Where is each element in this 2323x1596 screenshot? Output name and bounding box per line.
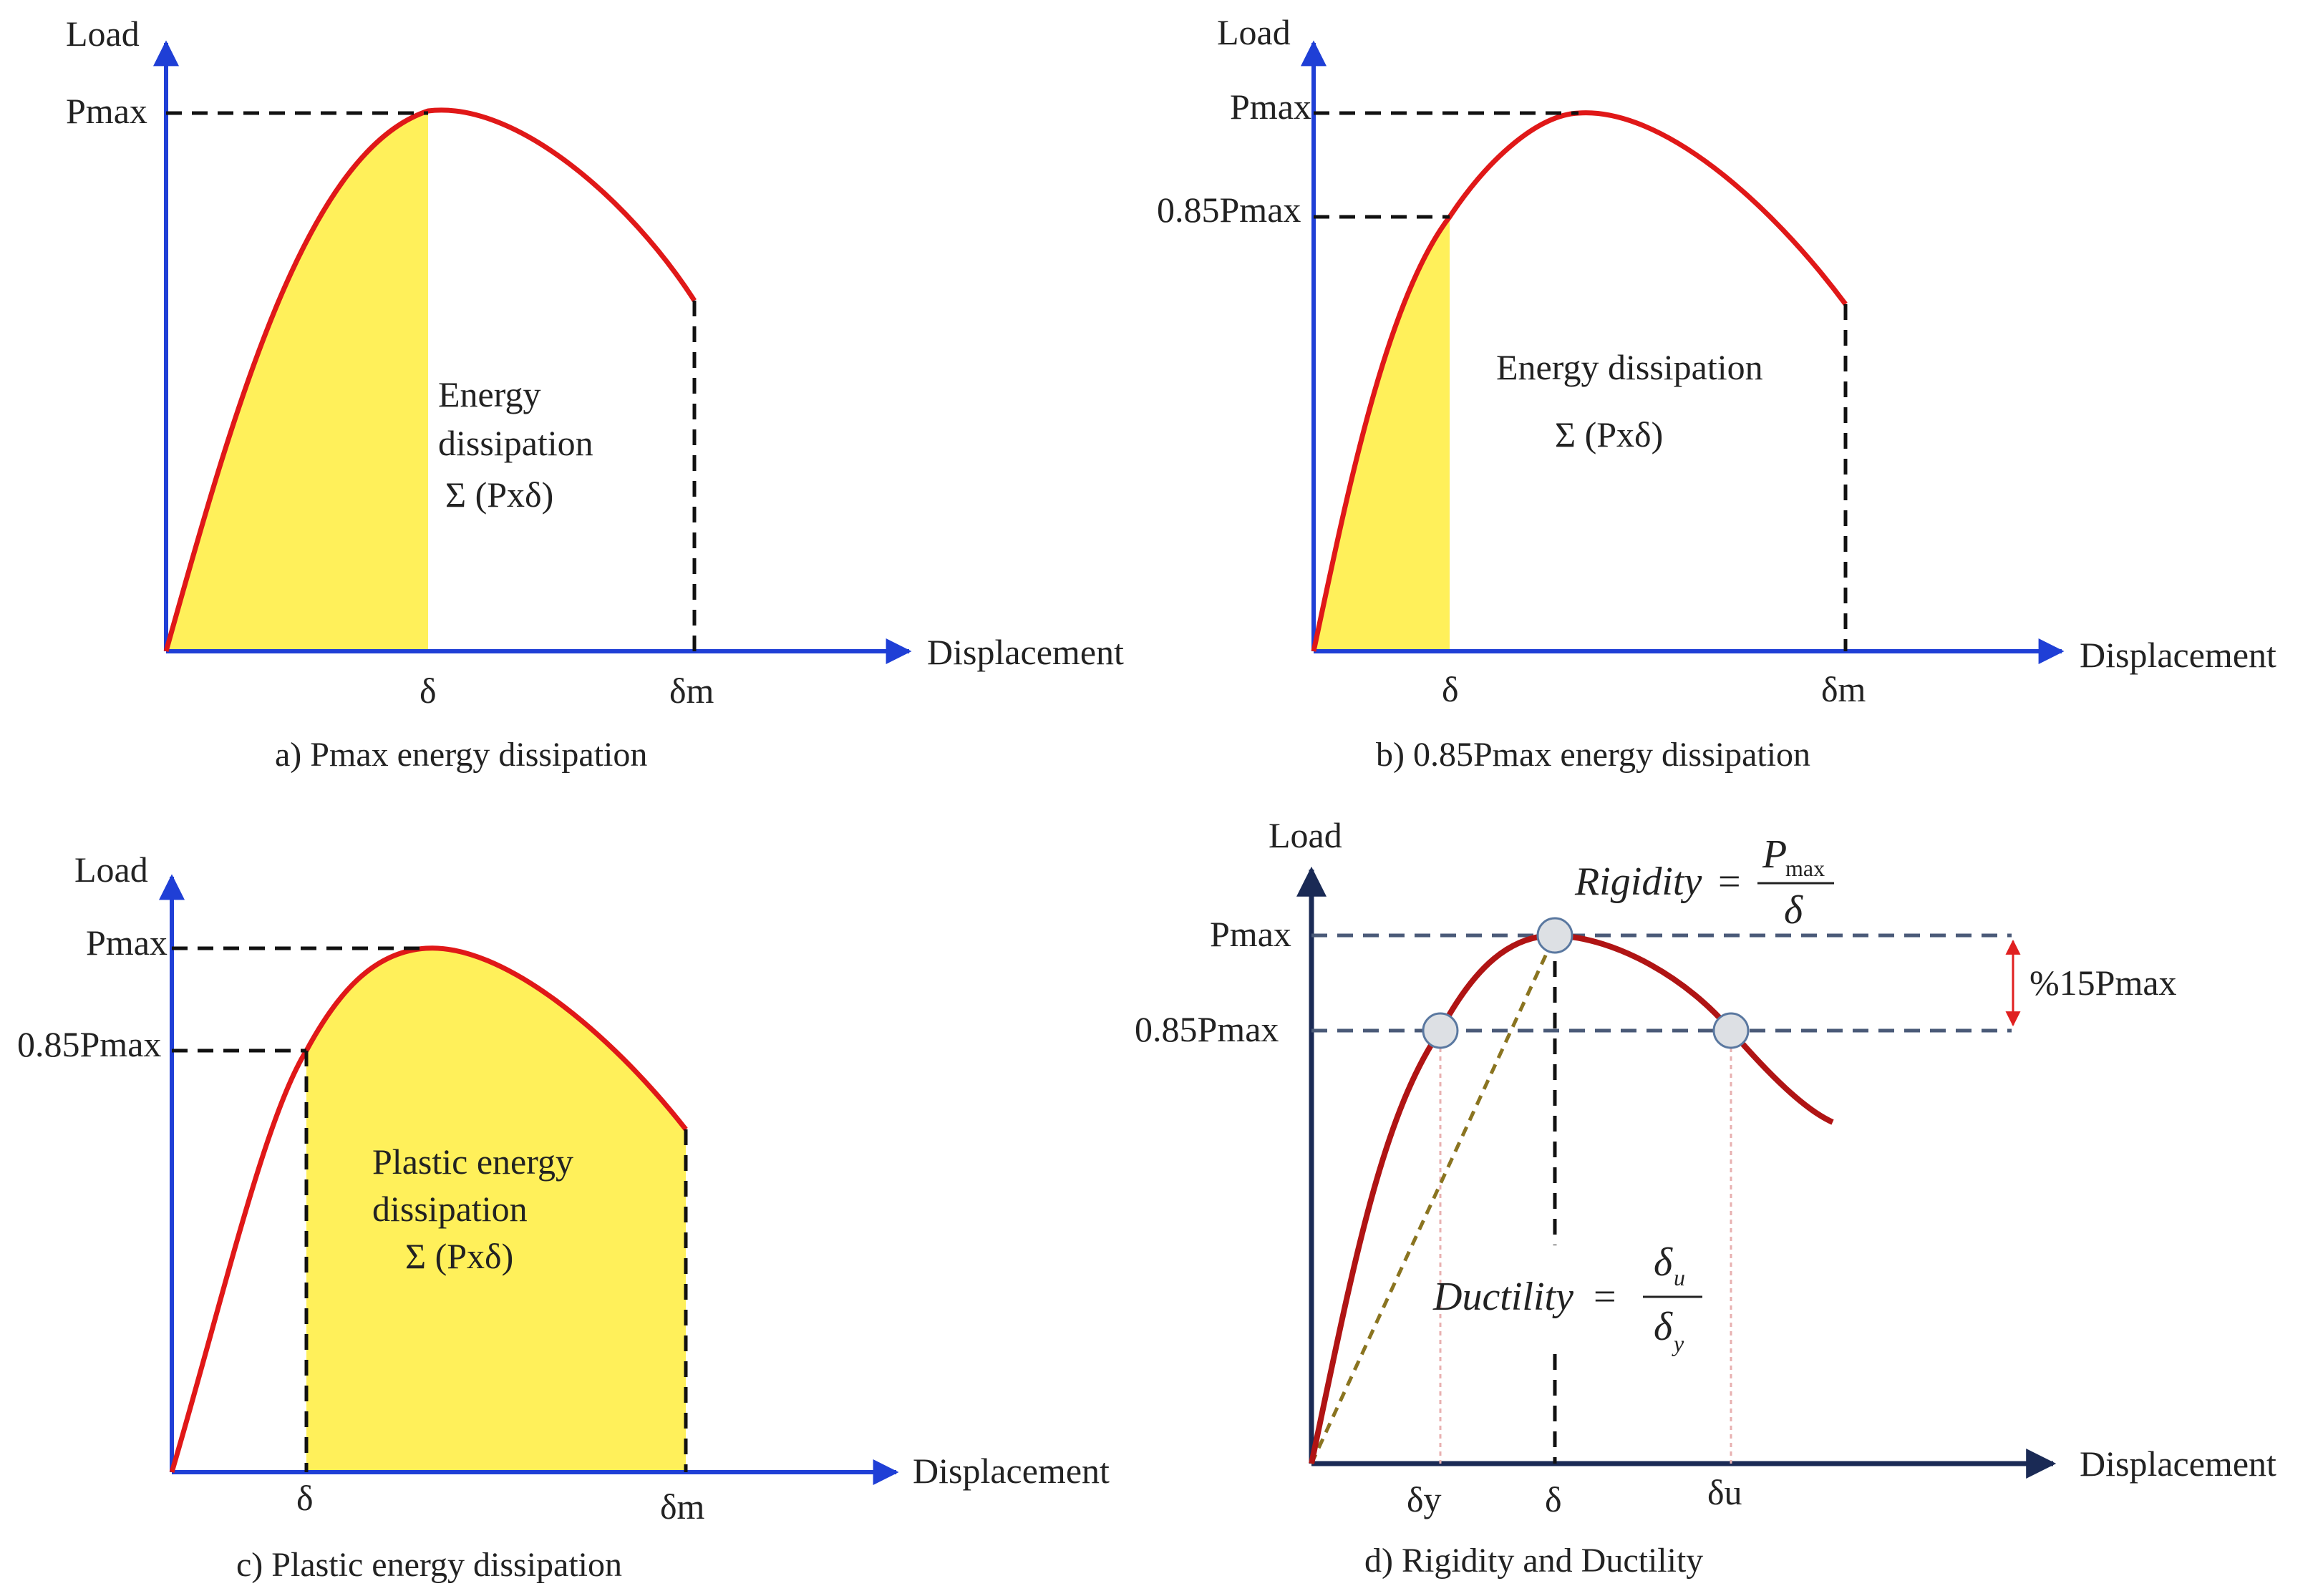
panel-c-y-axis-label: Load bbox=[74, 850, 148, 890]
panel-c-tick-delta: δ bbox=[296, 1478, 314, 1518]
panel-c-load-curve bbox=[169, 945, 688, 1473]
panel-d-x-axis-label: Displacement bbox=[2080, 1444, 2276, 1484]
panel-c-energy-line2: dissipation bbox=[372, 1189, 528, 1229]
panel-b-x-axis-label: Displacement bbox=[2080, 635, 2276, 675]
panel-a-x-axis-label: Displacement bbox=[927, 632, 1124, 672]
panel-d-secant-line bbox=[1309, 934, 1557, 1465]
panel-d-drop-label: %15Pmax bbox=[2029, 963, 2177, 1003]
panel-d-rigidity-numerator: P bbox=[1762, 832, 1787, 877]
panel-a-energy-line1: Energy bbox=[438, 374, 540, 414]
panel-d: Load Displacement Pmax 0.85Pmax δy δ δu … bbox=[1135, 815, 2276, 1580]
panel-d-ductility-denominator: δ bbox=[1654, 1305, 1673, 1349]
panel-c-energy-formula: Σ (Pxδ) bbox=[405, 1236, 513, 1276]
panel-c-p085-label: 0.85Pmax bbox=[17, 1024, 161, 1064]
panel-a-tick-delta: δ bbox=[420, 671, 437, 711]
panel-a: Load Displacement Pmax δ δm Energy dissi… bbox=[66, 14, 1124, 774]
panel-d-tick-delta: δ bbox=[1545, 1479, 1562, 1519]
panel-b-tick-delta: δ bbox=[1442, 669, 1459, 709]
panel-a-energy-formula: Σ (Pxδ) bbox=[445, 475, 553, 515]
panel-c-caption: c) Plastic energy dissipation bbox=[236, 1546, 622, 1584]
panel-c: Load Displacement Pmax 0.85Pmax δ δm Pla… bbox=[17, 850, 1110, 1584]
panel-d-p085-label: 0.85Pmax bbox=[1135, 1009, 1279, 1049]
panel-d-y-axis-label: Load bbox=[1269, 815, 1342, 855]
panel-d-ductility-denominator-sub: y bbox=[1672, 1330, 1684, 1356]
panel-d-marker-pmax bbox=[1536, 917, 1573, 954]
panel-a-energy-line2: dissipation bbox=[438, 423, 593, 463]
panel-b-energy-fill bbox=[1314, 217, 1450, 651]
panel-b-caption: b) 0.85Pmax energy dissipation bbox=[1376, 736, 1810, 774]
panel-c-energy-line1: Plastic energy bbox=[372, 1142, 573, 1182]
panel-a-energy-fill bbox=[166, 111, 428, 651]
panel-d-rigidity-word: Rigidity bbox=[1574, 860, 1702, 904]
panel-b-energy-formula: Σ (Pxδ) bbox=[1555, 414, 1663, 454]
panel-d-ductility-equals: = bbox=[1594, 1275, 1616, 1319]
panel-d-marker-yield bbox=[1422, 1012, 1459, 1049]
panel-b-pmax-label: Pmax bbox=[1230, 87, 1311, 127]
panel-d-ductility-numerator-sub: u bbox=[1674, 1265, 1685, 1290]
panel-d-tick-delta-y: δy bbox=[1407, 1479, 1442, 1519]
panel-b-p085-label: 0.85Pmax bbox=[1157, 190, 1301, 230]
panel-c-tick-delta-m: δm bbox=[660, 1486, 705, 1527]
panel-a-y-axis-label: Load bbox=[66, 14, 140, 54]
panel-b-y-axis-label: Load bbox=[1217, 12, 1291, 52]
panel-a-tick-delta-m: δm bbox=[669, 671, 714, 711]
panel-a-load-curve bbox=[163, 107, 697, 652]
panel-d-pmax-label: Pmax bbox=[1210, 914, 1291, 954]
panel-c-x-axis-label: Displacement bbox=[913, 1451, 1110, 1491]
panel-b: Load Displacement Pmax 0.85Pmax δ δm Ene… bbox=[1157, 12, 2276, 774]
panel-b-tick-delta-m: δm bbox=[1821, 669, 1866, 709]
panel-d-load-curve bbox=[1309, 932, 1834, 1464]
panel-a-caption: a) Pmax energy dissipation bbox=[275, 736, 647, 774]
panel-d-tick-delta-u: δu bbox=[1707, 1472, 1742, 1512]
panel-d-ductility-numerator: δ bbox=[1654, 1240, 1673, 1285]
panel-c-pmax-label: Pmax bbox=[86, 923, 168, 963]
panel-a-pmax-label: Pmax bbox=[66, 91, 147, 131]
panel-d-caption: d) Rigidity and Ductility bbox=[1364, 1542, 1703, 1580]
panel-d-rigidity-numerator-sub: max bbox=[1785, 855, 1825, 881]
panel-d-rigidity-denominator: δ bbox=[1784, 888, 1803, 933]
panel-b-energy-line1: Energy dissipation bbox=[1496, 347, 1763, 387]
panel-d-rigidity-equals: = bbox=[1718, 860, 1741, 904]
panel-b-load-curve bbox=[1311, 110, 1848, 652]
panel-c-plastic-energy-fill bbox=[306, 948, 686, 1472]
panel-d-ductility-word: Ductility bbox=[1432, 1275, 1573, 1319]
panel-d-marker-ultimate bbox=[1712, 1012, 1750, 1049]
